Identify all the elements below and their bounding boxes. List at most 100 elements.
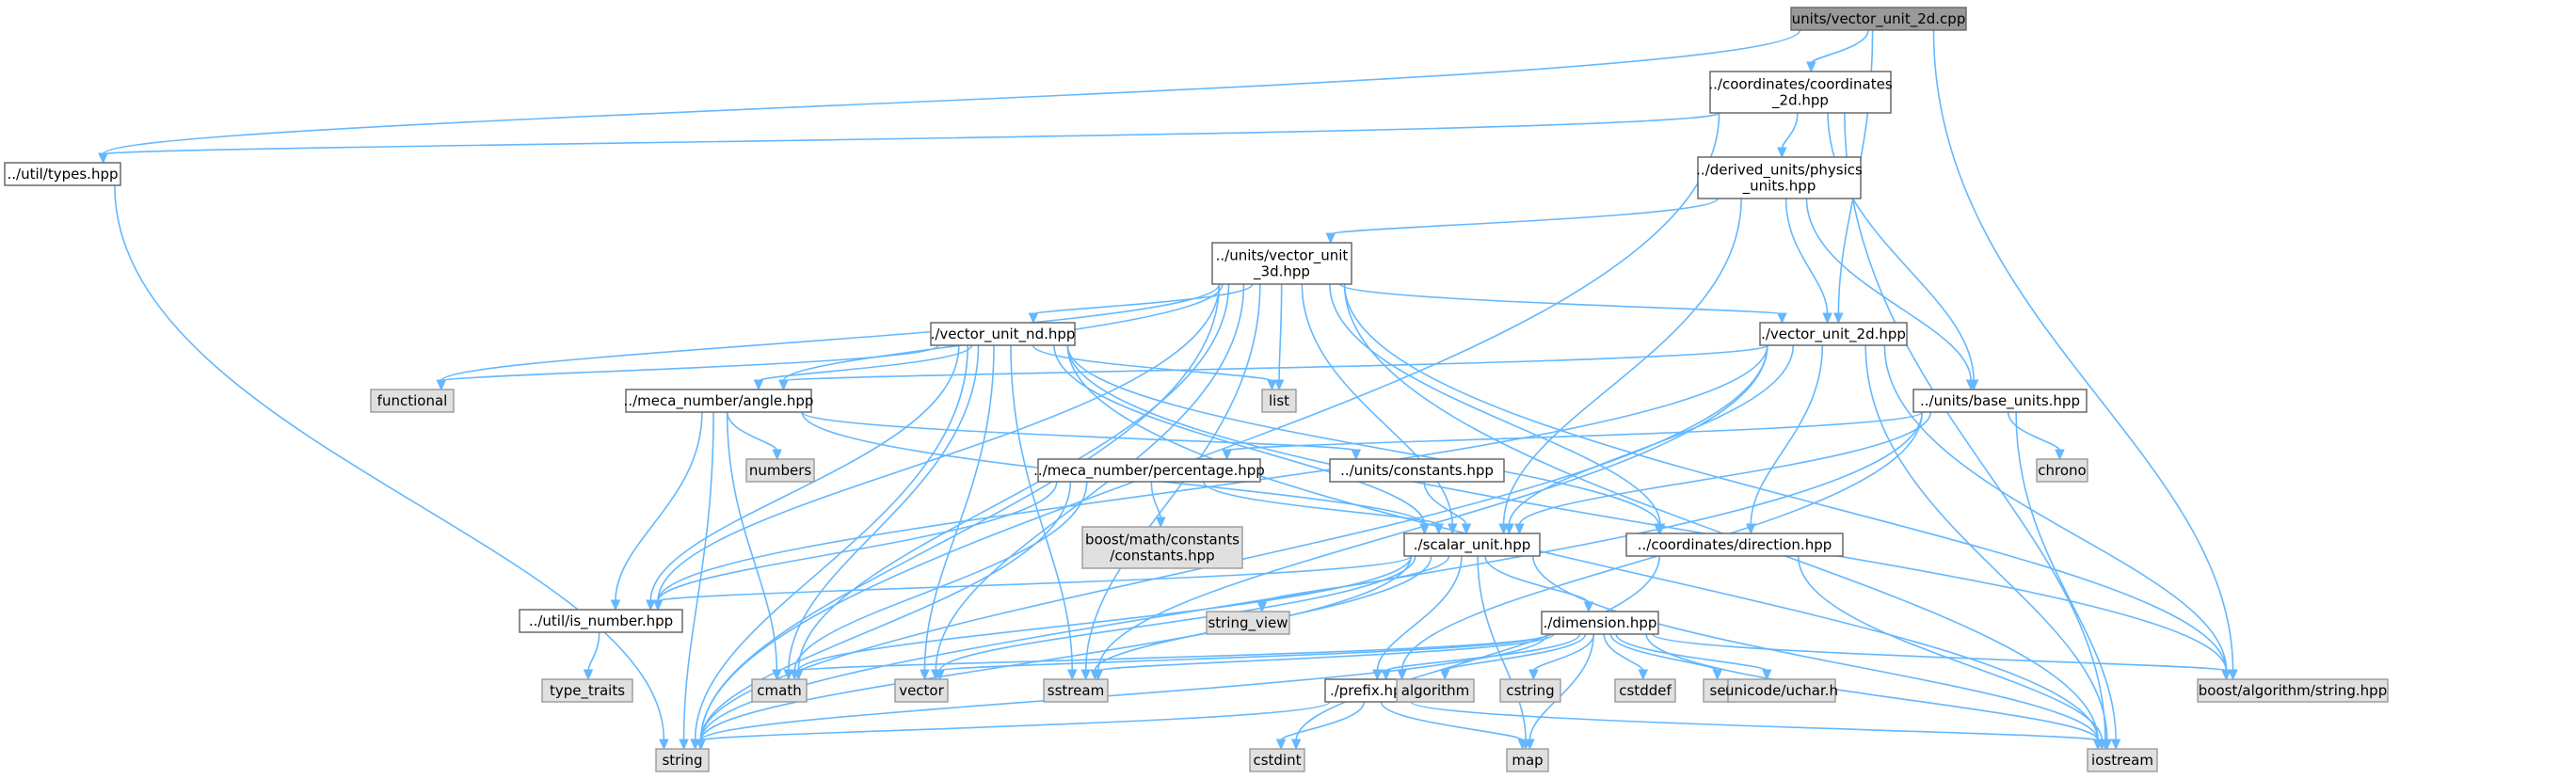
node-label: _units.hpp	[1742, 178, 1816, 196]
edge-vund-to-functional	[436, 344, 939, 391]
edge-physics-to-vu2d	[1784, 198, 1832, 325]
node-label: functional	[377, 392, 448, 409]
node-direction[interactable]: ../coordinates/direction.hpp	[1625, 533, 1844, 557]
node-angle[interactable]: ../meca_number/angle.hpp	[624, 389, 814, 413]
node-label: ../units/constants.hpp	[1340, 462, 1494, 479]
node-label: sstream	[1048, 682, 1104, 699]
node-label: chrono	[2038, 462, 2086, 479]
edge-dimension-to-prefix	[1381, 633, 1581, 681]
edge-vu3d-to-list	[1273, 283, 1285, 391]
node-map: map	[1506, 748, 1549, 772]
edge-vund-to-isnumber	[645, 344, 960, 612]
node-label: list	[1269, 392, 1289, 409]
node-cmath: cmath	[751, 678, 808, 703]
node-box	[2197, 678, 2389, 703]
node-algorithm: algorithm	[1396, 678, 1475, 703]
edge-angle-to-numbers	[726, 411, 782, 461]
node-label: ../derived_units/physics	[1696, 162, 1863, 180]
node-box	[930, 322, 1076, 346]
node-label: ../coordinates/coordinates	[1708, 76, 1892, 93]
node-box	[1541, 611, 1659, 635]
node-box	[625, 389, 812, 413]
node-label: unicode/uchar.h	[1725, 682, 1838, 699]
node-label: ./vector_unit_nd.hpp	[931, 326, 1076, 343]
node-boostconst: boost/math/constants/constants.hpp	[1081, 526, 1243, 569]
node-label: ./scalar_unit.hpp	[1414, 536, 1530, 554]
node-label: cstring	[1506, 682, 1554, 699]
node-percentage[interactable]: ../meca_number/percentage.hpp	[1033, 458, 1265, 483]
node-label: units/vector_unit_2d.cpp	[1792, 10, 1966, 28]
edge-angle-to-constants	[801, 411, 1362, 461]
node-vector: vector	[894, 678, 949, 703]
node-label: map	[1512, 752, 1543, 769]
edge-dimension-to-cmath	[793, 633, 1548, 681]
node-coords2d[interactable]: ../coordinates/coordinates_2d.hpp	[1708, 71, 1893, 114]
node-numbers: numbers	[745, 458, 815, 483]
node-cstring: cstring	[1499, 678, 1561, 703]
node-box	[1043, 678, 1109, 703]
edge-vu3d-to-scalar	[1301, 283, 1458, 535]
node-box	[541, 678, 633, 703]
node-label: vector	[899, 682, 944, 699]
node-box	[4, 162, 121, 186]
node-vu3d[interactable]: ../units/vector_unit_3d.hpp	[1211, 242, 1352, 285]
edge-physics-to-scalar	[1498, 198, 1742, 535]
edge-root-to-types	[98, 29, 1801, 165]
node-label: ../util/is_number.hpp	[529, 612, 673, 630]
edge-baseunits-to-iostream	[2015, 411, 2121, 751]
edge-constants-to-scalar	[1423, 481, 1472, 535]
node-box	[1697, 156, 1862, 199]
node-chrono: chrono	[2036, 458, 2088, 483]
node-label: _2d.hpp	[1771, 92, 1829, 110]
node-constants[interactable]: ../units/constants.hpp	[1329, 458, 1505, 483]
node-root[interactable]: units/vector_unit_2d.cpp	[1790, 7, 1967, 31]
node-cstddef: cstddef	[1614, 678, 1676, 703]
edge-vund-to-vector	[920, 344, 995, 681]
node-isnumber[interactable]: ../util/is_number.hpp	[519, 609, 683, 633]
node-box	[1396, 678, 1475, 703]
node-label: ../units/vector_unit	[1216, 247, 1349, 265]
edge-angle-to-string	[679, 411, 714, 751]
node-box	[1759, 322, 1908, 346]
edge-dimension-to-algorithm	[1439, 633, 1587, 681]
node-baseunits[interactable]: ../units/base_units.hpp	[1912, 389, 2088, 413]
edge-types-to-string	[114, 184, 669, 751]
edge-coords2d-to-physics	[1777, 112, 1799, 159]
node-box	[1081, 526, 1243, 569]
node-vund[interactable]: ./vector_unit_nd.hpp	[930, 322, 1076, 346]
edge-root-to-coords2d	[1806, 29, 1869, 73]
node-uchar: unicode/uchar.h	[1725, 678, 1838, 703]
node-box	[1912, 389, 2088, 413]
node-label: string_view	[1208, 614, 1288, 632]
node-list: list	[1261, 389, 1297, 413]
nodes-layer: units/vector_unit_2d.cpp ../coordinates/c…	[4, 7, 2389, 772]
node-box	[2087, 748, 2158, 772]
node-label: boost/algorithm/string.hpp	[2199, 682, 2387, 699]
node-label: ../coordinates/direction.hpp	[1638, 536, 1832, 553]
edge-dimension-to-vector	[935, 633, 1548, 681]
edge-angle-to-isnumber	[610, 411, 703, 612]
node-physics[interactable]: ../derived_units/physics_units.hpp	[1696, 156, 1863, 199]
node-string: string	[655, 748, 710, 772]
node-box	[1727, 678, 1836, 703]
node-label: boost/math/constants	[1085, 532, 1240, 548]
edge-dimension-to-map	[1525, 633, 1594, 751]
node-label: ./vector_unit_2d.hpp	[1761, 326, 1906, 343]
node-types[interactable]: ../util/types.hpp	[4, 162, 121, 186]
node-typetraits: type_traits	[541, 678, 633, 703]
node-box	[1709, 71, 1892, 114]
node-vu2d[interactable]: ./vector_unit_2d.hpp	[1759, 322, 1908, 346]
node-label: cstdint	[1253, 752, 1301, 769]
node-label: ../meca_number/angle.hpp	[624, 392, 814, 410]
node-box	[1206, 611, 1290, 635]
node-cstdint: cstdint	[1249, 748, 1305, 772]
edge-prefix-to-string	[696, 701, 1331, 751]
edge-physics-to-vu3d	[1325, 198, 1719, 245]
node-dimension[interactable]: ./dimension.hpp	[1541, 611, 1659, 635]
node-label: set	[1710, 682, 1732, 699]
node-scalar[interactable]: ./scalar_unit.hpp	[1403, 533, 1541, 557]
edge-baseunits-to-chrono	[2007, 411, 2065, 461]
edge-baseunits-to-scalar	[1514, 411, 1932, 535]
edge-dimension-to-boostalgo	[1652, 633, 2232, 681]
edge-prefix-to-iostream	[1410, 701, 2104, 751]
